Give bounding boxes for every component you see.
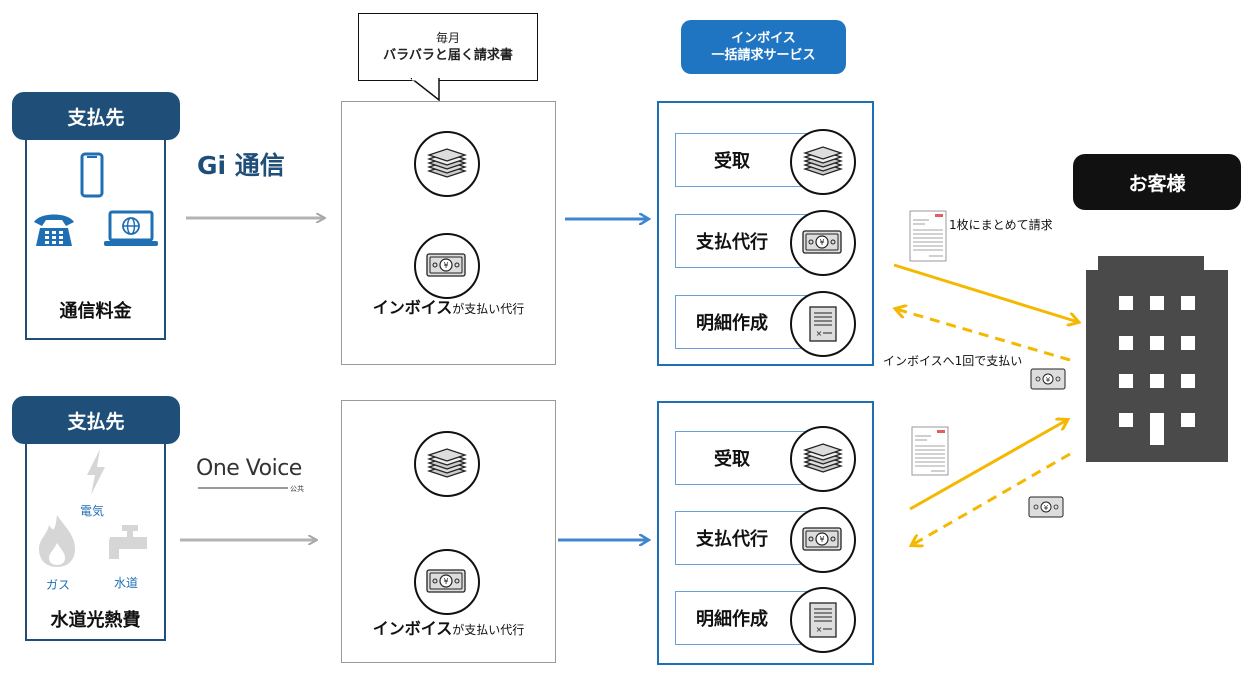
svg-text:×: × [816, 329, 823, 338]
arrow-payment-from-customer-top [896, 309, 1071, 362]
gas-label: ガス [46, 578, 71, 592]
note-pay-once: インボイスへ1回で支払い [883, 354, 1023, 368]
gi-tsushin-logo: Gi 通信 [197, 151, 285, 180]
svg-text:¥: ¥ [443, 261, 448, 270]
callout-line2: バラバラと届く請求書 [383, 48, 513, 63]
payer-box-utilities: 水道光熱費 [25, 418, 166, 641]
service-tag-line2: 一括請求サービス [711, 48, 816, 63]
statement-document-icon: × [790, 587, 856, 653]
service-tag-line1: インボイス [731, 31, 796, 46]
svg-text:¥: ¥ [819, 535, 824, 544]
svg-text:¥: ¥ [1046, 376, 1051, 384]
lightning-icon [87, 449, 105, 495]
svg-text:¥: ¥ [443, 577, 448, 586]
invoice-caption-bottom: インボイスが支払い代行 [342, 615, 555, 639]
paper-stack-icon [790, 129, 856, 195]
telephone-icon [34, 214, 74, 246]
callout-pointer [410, 78, 440, 102]
svg-text:×: × [816, 625, 823, 634]
monthly-invoices-callout: 毎月 バラバラと届く請求書 [358, 13, 538, 81]
customer-tag: お客様 [1073, 154, 1241, 210]
laptop-icon [104, 210, 158, 246]
invoice-caption-main: インボイス [372, 298, 453, 317]
one-voice-logo: One Voice [196, 456, 302, 481]
payer-footer-utilities: 水道光熱費 [50, 610, 141, 631]
statement-document-icon: × [790, 291, 856, 357]
water-label: 水道 [114, 576, 139, 590]
yen-banknote-icon: ¥ [790, 507, 856, 573]
arrow-payment-from-customer-bottom [912, 452, 1071, 545]
yen-banknote-icon: ¥ [414, 233, 480, 299]
invoice-caption-main: インボイス [372, 619, 453, 638]
callout-line1: 毎月 [435, 31, 460, 45]
water-faucet-icon [109, 525, 147, 559]
invoice-service-tag: インボイス 一括請求サービス [681, 20, 846, 74]
arrow-bill-to-customer-top [893, 263, 1078, 322]
payer-footer-telecom: 通信料金 [59, 301, 132, 322]
electricity-label: 電気 [80, 504, 105, 518]
yen-banknote-small-icon: ¥ [1028, 496, 1064, 518]
paper-stack-icon [790, 426, 856, 492]
invoice-caption-suffix: が支払い代行 [452, 302, 525, 316]
yen-banknote-icon: ¥ [790, 210, 856, 276]
paper-stack-icon [414, 131, 480, 197]
office-building-icon [1086, 256, 1228, 462]
arrow-bill-to-customer-bottom [909, 420, 1067, 511]
smartphone-icon [80, 152, 104, 198]
note-bill-once: 1枚にまとめて請求 [949, 218, 1053, 232]
yen-banknote-icon: ¥ [414, 549, 480, 615]
paper-stack-icon [414, 431, 480, 497]
gas-flame-icon [39, 515, 75, 567]
one-voice-logo-underline [198, 487, 288, 489]
yen-banknote-small-icon: ¥ [1030, 368, 1066, 390]
svg-text:¥: ¥ [1044, 504, 1049, 512]
invoice-caption-suffix: が支払い代行 [452, 623, 525, 637]
invoice-sheet-icon [909, 210, 947, 262]
invoice-sheet-icon [911, 426, 949, 476]
invoice-caption-top: インボイスが支払い代行 [342, 294, 555, 318]
payer-tag-utilities: 支払先 [12, 396, 180, 444]
svg-text:¥: ¥ [819, 238, 824, 247]
one-voice-logo-sub: 公共 [290, 485, 304, 493]
payer-tag-telecom: 支払先 [12, 92, 180, 140]
